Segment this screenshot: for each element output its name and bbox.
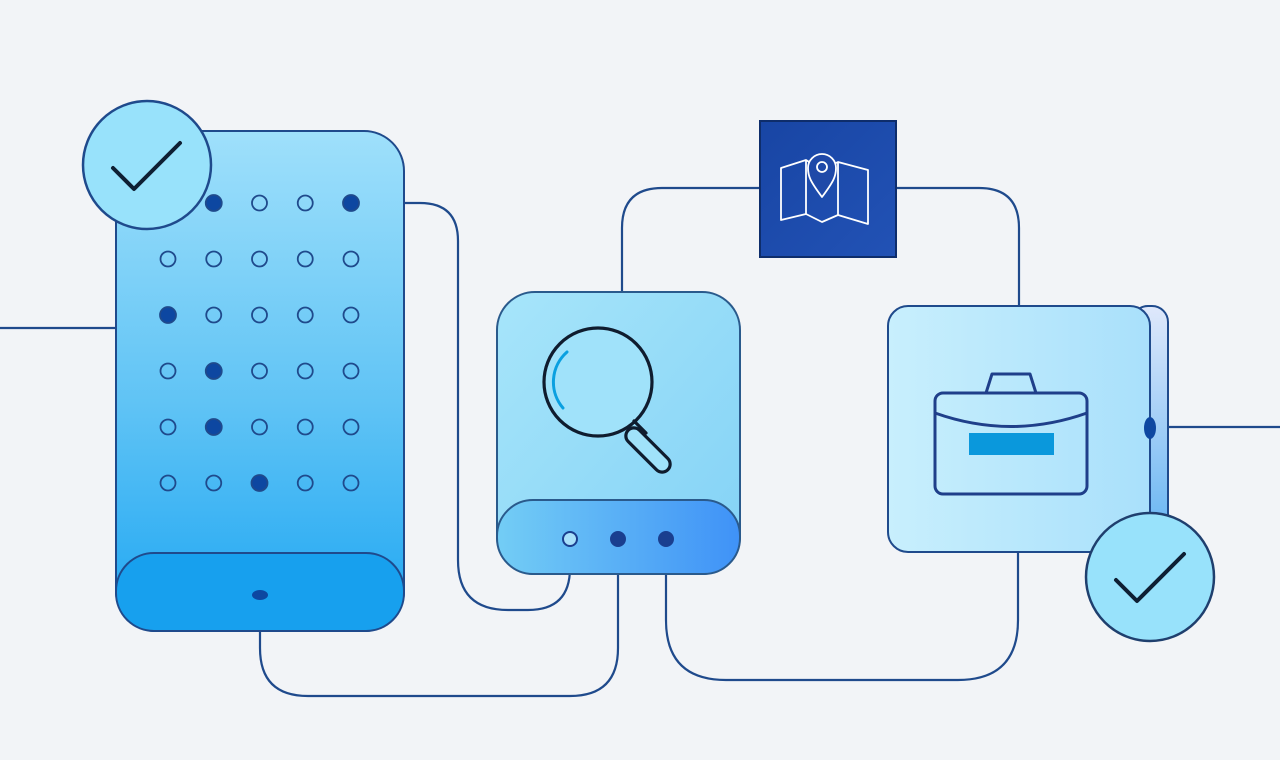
briefcase-icon <box>933 372 1089 496</box>
grid-dot-empty <box>205 250 223 268</box>
grid-dot-empty <box>296 474 314 492</box>
dot-grid-panel[interactable] <box>115 130 405 632</box>
grid-dot-filled <box>159 306 177 324</box>
briefcase-device-body <box>887 305 1151 553</box>
grid-dot-empty <box>296 362 314 380</box>
port-filled <box>658 531 674 547</box>
connector-grid-to-search <box>352 201 572 612</box>
map-tile[interactable] <box>759 120 897 258</box>
grid-dot-empty <box>342 306 360 324</box>
briefcase-device[interactable] <box>887 305 1169 553</box>
connector-lines <box>0 186 1280 698</box>
dot-grid <box>159 194 360 492</box>
grid-dot-filled <box>204 362 223 380</box>
grid-dot-empty <box>205 474 223 492</box>
briefcase-device-port <box>1144 417 1156 439</box>
grid-dot-empty <box>251 250 268 268</box>
checkmark-icon <box>111 141 182 191</box>
connector-map-to-case <box>896 186 1021 306</box>
grid-dot-empty <box>159 250 177 268</box>
grid-dot-filled <box>204 418 223 436</box>
grid-dot-empty <box>159 362 177 380</box>
grid-dot-empty <box>251 362 268 380</box>
grid-dot-filled <box>250 474 269 492</box>
grid-dot-empty <box>342 418 360 436</box>
grid-dot-empty <box>296 194 314 212</box>
left-check-badge <box>81 99 213 231</box>
connector-panel-to-search <box>258 540 620 698</box>
grid-dot-empty <box>296 418 314 436</box>
search-device-ports <box>562 531 674 547</box>
checkmark-icon <box>1114 552 1186 603</box>
grid-dot-empty <box>342 250 360 268</box>
grid-dot-empty <box>251 306 268 324</box>
port-empty <box>562 531 578 547</box>
grid-dot-empty <box>342 474 360 492</box>
grid-dot-empty <box>296 250 314 268</box>
grid-dot-empty <box>296 306 314 324</box>
map-pin-icon <box>780 153 869 225</box>
grid-dot-empty <box>159 418 177 436</box>
grid-dot-filled <box>342 194 360 212</box>
grid-dot-empty <box>159 474 177 492</box>
port-filled <box>610 531 626 547</box>
search-device[interactable] <box>496 291 741 575</box>
grid-dot-empty <box>205 306 223 324</box>
grid-dot-empty <box>251 194 268 212</box>
connector-search-to-map <box>620 186 760 292</box>
right-check-badge <box>1084 511 1216 643</box>
magnifier-icon <box>542 326 672 474</box>
connector-search-to-case <box>664 540 1020 682</box>
grid-dot-empty <box>342 362 360 380</box>
grid-dot-empty <box>251 418 268 436</box>
panel-port <box>252 590 268 600</box>
grid-dot-filled <box>204 194 223 212</box>
